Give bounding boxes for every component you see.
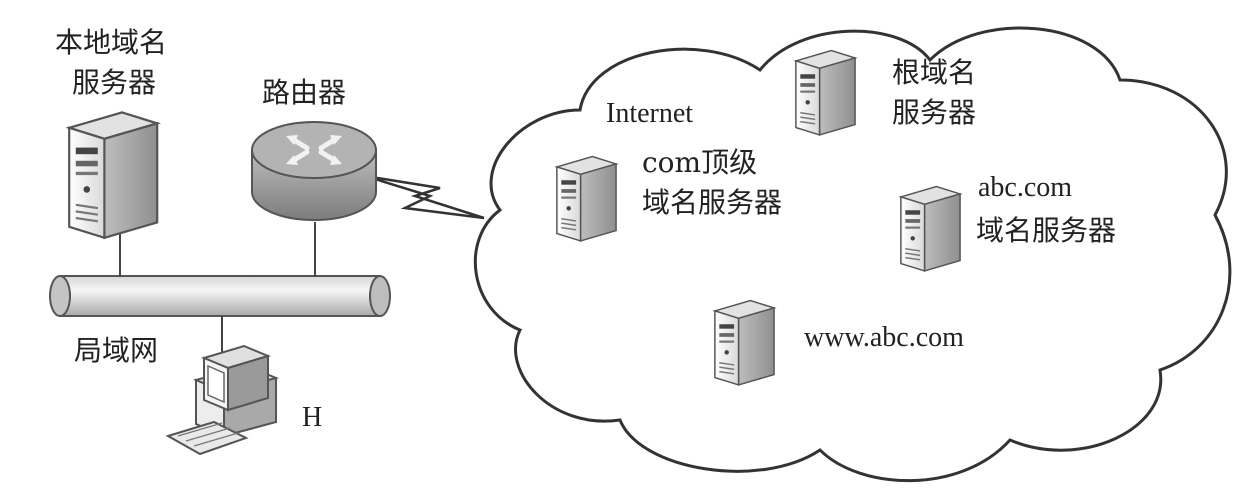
internet-cloud <box>473 26 1232 483</box>
lan-bus <box>49 275 391 317</box>
local-dns-label-line2: 服务器 <box>72 66 156 99</box>
abc-dns-label-line2: 域名服务器 <box>976 214 1116 247</box>
local-dns-label-line1: 本地域名 <box>55 26 167 59</box>
lan-label: 局域网 <box>74 334 158 367</box>
www-server-icon <box>714 299 775 386</box>
router-icon <box>251 121 377 221</box>
local-dns-server-icon <box>68 111 159 239</box>
www-label: www.abc.com <box>804 322 964 353</box>
com-dns-label-line2: 域名服务器 <box>642 186 782 219</box>
internet-label: Internet <box>606 98 693 129</box>
root-dns-label-line2: 服务器 <box>892 96 976 129</box>
root-dns-server-icon <box>795 49 856 136</box>
abc-dns-server-icon <box>900 185 961 272</box>
wan-link <box>364 174 485 220</box>
com-dns-label-line1: com顶级 <box>642 146 757 179</box>
abc-dns-label-line1: abc.com <box>978 172 1072 203</box>
root-dns-label-line1: 根域名 <box>892 56 976 89</box>
router-label: 路由器 <box>262 76 346 109</box>
host-label: H <box>302 402 322 433</box>
host-computer-icon <box>165 344 280 456</box>
com-dns-server-icon <box>556 155 617 242</box>
